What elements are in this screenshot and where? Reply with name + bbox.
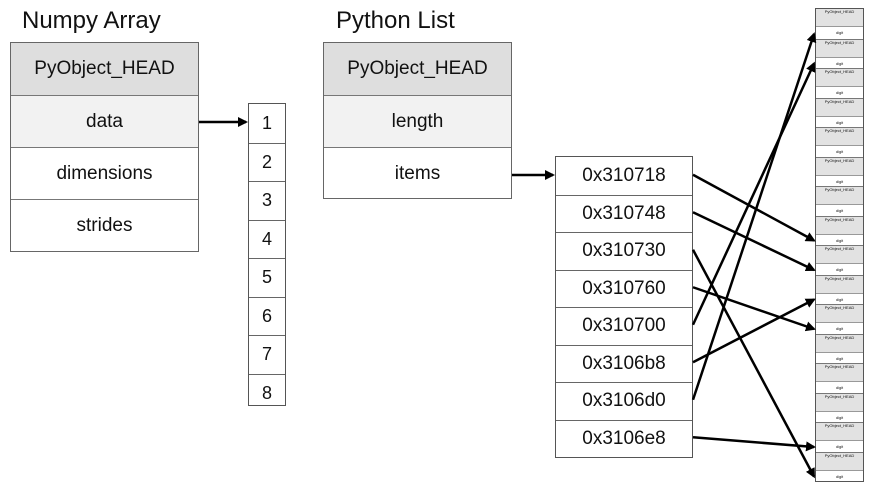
pyobject-digit-label: digit	[835, 473, 844, 479]
pyobject-digit-label: digit	[835, 444, 844, 449]
object-pointer-arrow	[692, 436, 816, 452]
pyobject-digit-label: digit	[835, 30, 844, 35]
python-list-title: Python List	[336, 7, 455, 34]
pyobject-digit-label: digit	[835, 208, 844, 213]
numpy-field-data: data	[11, 95, 198, 147]
pyobject-head-label: PyObject_HEAD	[816, 364, 863, 382]
list-field-length: length	[324, 95, 511, 147]
object-pointer-arrow	[692, 211, 816, 272]
numpy-field-pyobject-head: PyObject_HEAD	[11, 43, 198, 95]
python-list-struct: PyObject_HEAD length items	[323, 42, 512, 199]
buffer-value: 6	[249, 296, 285, 336]
buffer-value: 7	[249, 335, 285, 374]
pyobject-digit-label: digit	[835, 414, 844, 420]
pyobject-digit-label: digit	[835, 178, 844, 184]
pyobject-digit-label: digit	[835, 326, 844, 331]
object-pointer-arrow	[692, 286, 816, 332]
list-items-array: 0x310718 0x310748 0x310730 0x310760 0x31…	[555, 156, 693, 458]
pyobject-head-label: PyObject_HEAD	[816, 393, 863, 412]
address-cell: 0x3106d0	[556, 382, 692, 420]
pyobject-head-label: PyObject_HEAD	[816, 246, 863, 264]
numpy-array-title: Numpy Array	[22, 7, 161, 34]
pyobject-head-label: PyObject_HEAD	[816, 423, 863, 441]
pyobject-head-label: PyObject_HEAD	[816, 128, 863, 146]
pyobject-head-label: PyObject_HEAD	[816, 452, 863, 471]
pyobject-head-label: PyObject_HEAD	[816, 69, 863, 87]
pyobject-digit-label: digit	[835, 149, 844, 154]
numpy-array-struct: PyObject_HEAD data dimensions strides	[10, 42, 199, 252]
object-pointer-arrow	[691, 32, 817, 401]
pyobject-head-label: PyObject_HEAD	[816, 39, 863, 58]
object-pointer-arrow	[691, 249, 816, 479]
address-cell: 0x310730	[556, 232, 692, 270]
numpy-field-dimensions: dimensions	[11, 147, 198, 199]
object-pointer-arrow	[691, 61, 816, 326]
pyobject-digit-label: digit	[835, 119, 844, 125]
pyobject-digit-label: digit	[835, 60, 844, 66]
pyobject-head-label: PyObject_HEAD	[816, 187, 863, 205]
address-cell: 0x3106b8	[556, 344, 692, 383]
pyobject-head-label: PyObject_HEAD	[816, 334, 863, 353]
address-cell: 0x310760	[556, 269, 692, 308]
address-cell: 0x3106e8	[556, 419, 692, 458]
pyobject-digit-label: digit	[835, 90, 844, 95]
pyobject-digit-label: digit	[835, 267, 844, 272]
list-field-pyobject-head: PyObject_HEAD	[324, 43, 511, 95]
pyobject-head-label: PyObject_HEAD	[816, 216, 863, 235]
buffer-value: 2	[249, 142, 285, 182]
numpy-field-strides: strides	[11, 199, 198, 251]
buffer-value: 4	[249, 219, 285, 259]
object-pointer-arrow	[692, 298, 816, 364]
pyobject-head-label: PyObject_HEAD	[816, 275, 863, 294]
pyobject-head-label: PyObject_HEAD	[816, 305, 863, 323]
pyobject-head-label: PyObject_HEAD	[816, 98, 863, 117]
pyobject-head-label: PyObject_HEAD	[816, 9, 863, 27]
list-field-items: items	[324, 147, 511, 199]
pyobject-digit-label: digit	[835, 355, 844, 361]
pyobject-digit-label: digit	[835, 237, 844, 243]
pyobject-head-label: PyObject_HEAD	[816, 157, 863, 176]
pyobject-digit-label: digit	[835, 385, 844, 390]
object-pointer-arrow	[692, 173, 816, 242]
address-cell: 0x310718	[582, 164, 666, 186]
buffer-value: 5	[249, 258, 285, 297]
address-cell: 0x310748	[556, 194, 692, 233]
pyobject-digit-label: digit	[835, 296, 844, 302]
buffer-value: 8	[249, 373, 285, 413]
numpy-data-buffer: 1 2 3 4 5 6 7 8	[248, 103, 286, 406]
address-cell: 0x310700	[556, 307, 692, 345]
buffer-value: 3	[249, 181, 285, 220]
buffer-value: 1	[261, 112, 272, 133]
